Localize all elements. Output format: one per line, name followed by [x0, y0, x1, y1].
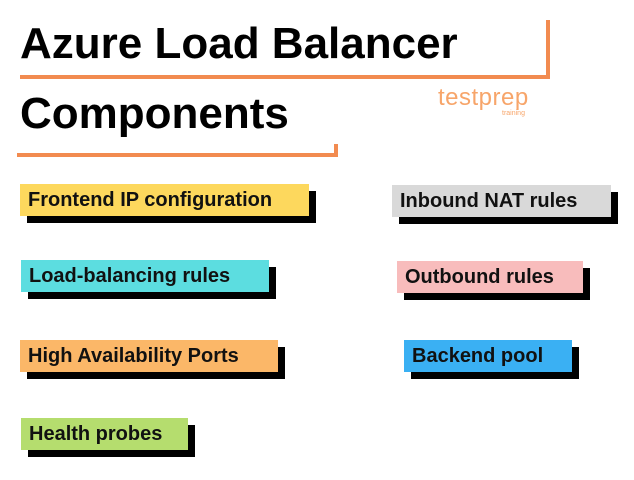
component-high-availability-ports: High Availability Ports	[20, 340, 285, 379]
component-backend-pool: Backend pool	[404, 340, 579, 379]
title-underline-1-tick	[546, 20, 550, 79]
title-underline-2	[17, 153, 338, 157]
component-label: Outbound rules	[397, 261, 583, 293]
component-health-probes: Health probes	[21, 418, 195, 457]
component-label: Frontend IP configuration	[20, 184, 309, 216]
page-title-line-1: Azure Load Balancer	[20, 19, 458, 68]
component-load-balancing-rules: Load-balancing rules	[21, 260, 276, 299]
component-frontend-ip-configuration: Frontend IP configuration	[20, 184, 316, 223]
component-label: Load-balancing rules	[21, 260, 269, 292]
component-label: High Availability Ports	[20, 340, 278, 372]
testprep-logo: testprep training	[438, 86, 548, 122]
component-label: Health probes	[21, 418, 188, 450]
component-outbound-rules: Outbound rules	[397, 261, 590, 300]
component-label: Inbound NAT rules	[392, 185, 611, 217]
logo-tagline: training	[502, 110, 525, 117]
page-title-line-2: Components	[20, 89, 289, 138]
component-label: Backend pool	[404, 340, 572, 372]
component-inbound-nat-rules: Inbound NAT rules	[392, 185, 618, 224]
logo-wordmark: testprep	[438, 84, 529, 111]
title-underline-2-tick	[334, 144, 338, 157]
title-underline-1	[20, 75, 550, 79]
